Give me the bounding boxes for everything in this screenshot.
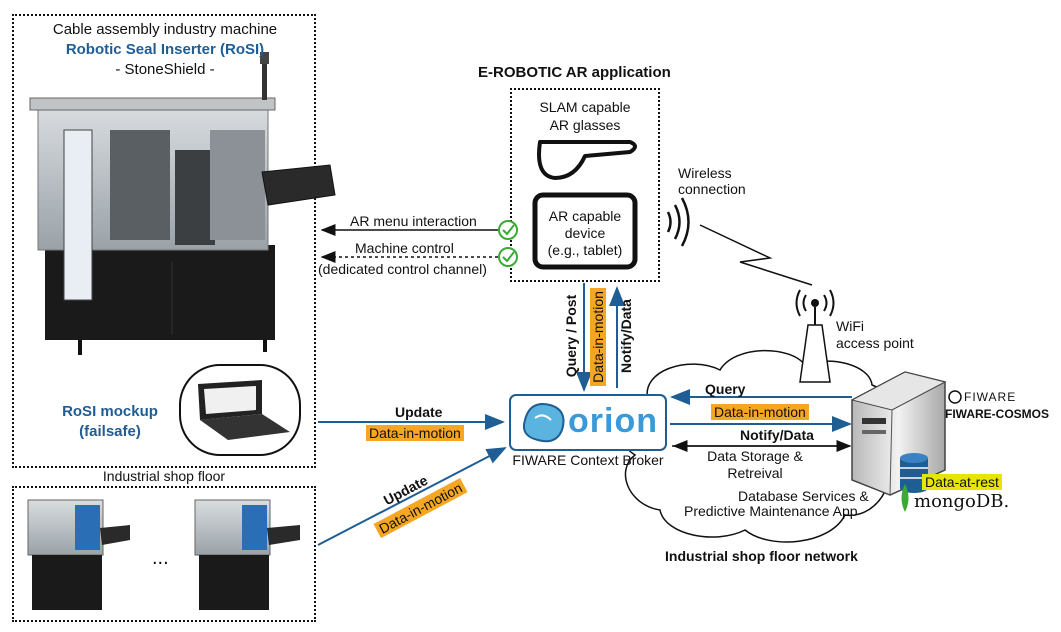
data-in-motion-right-text: Data-in-motion <box>711 404 809 420</box>
machine-title-line1: Cable assembly industry machine <box>52 21 278 38</box>
data-in-motion-right: Data-in-motion <box>711 404 809 420</box>
shop-floor-machines <box>27 499 300 610</box>
rosi-machine-image <box>29 52 336 355</box>
wifi-access-point-icon <box>795 289 835 383</box>
mockup-label-line2: (failsafe) <box>79 423 141 440</box>
shop-floor-label: Industrial shop floor <box>102 468 226 484</box>
ar-menu-label: AR menu interaction <box>350 213 477 229</box>
notify-data-vertical-text: Notify/Data <box>618 299 634 373</box>
fiware-cosmos-label: FIWARE-COSMOS <box>945 407 1049 421</box>
fiware-logo-text: FIWARE <box>964 390 1017 404</box>
wifi-label-line1: WiFi <box>836 318 864 334</box>
update-label-mockup: Update <box>395 404 443 420</box>
data-at-rest-text: Data-at-rest <box>922 474 1002 490</box>
glasses-label-line2: AR glasses <box>549 117 621 133</box>
check-icon-1 <box>498 220 518 240</box>
ellipsis-label: ... <box>152 547 169 569</box>
ar-glasses-icon <box>537 140 637 180</box>
ar-app-title: E-ROBOTIC AR application <box>478 64 671 81</box>
db-services-line2: Predictive Maintenance App <box>684 503 858 519</box>
network-label: Industrial shop floor network <box>665 548 858 564</box>
query-post-text: Query / Post <box>563 294 579 378</box>
data-in-motion-mockup: Data-in-motion <box>366 425 464 441</box>
update-arrow-shopfloor <box>317 447 507 546</box>
device-label-line1: AR capable <box>548 208 622 224</box>
data-in-motion-vertical: Data-in-motion <box>590 287 608 387</box>
data-storage-line2: Retreival <box>727 465 783 481</box>
wifi-label-line2: access point <box>836 335 914 351</box>
mockup-label-line1: RoSI mockup <box>62 403 158 420</box>
wireless-label-line2: connection <box>678 181 746 197</box>
device-label-line3: (e.g., tablet) <box>547 242 623 258</box>
broker-label: FIWARE Context Broker <box>512 452 664 468</box>
machine-control-label: Machine control <box>355 240 454 256</box>
shop-floor-container <box>12 486 316 622</box>
laptop-mockup-image <box>179 364 301 456</box>
device-label-line2: device <box>564 225 606 241</box>
query-label: Query <box>705 381 746 397</box>
machine-title-line2: Robotic Seal Inserter (RoSI) <box>65 41 265 58</box>
query-post-label: Query / Post <box>563 286 581 386</box>
data-in-motion-vertical-text: Data-in-motion <box>590 288 606 386</box>
data-in-motion-mockup-text: Data-in-motion <box>366 425 464 441</box>
notify-data-right-label: Notify/Data <box>740 427 814 443</box>
wireless-link <box>699 224 813 286</box>
data-storage-line1: Data Storage & <box>707 448 803 464</box>
data-at-rest-label: Data-at-rest <box>922 474 1002 490</box>
orion-logo-text: orion <box>568 402 658 440</box>
mongo-leaf-icon <box>901 484 909 512</box>
wireless-icon <box>666 197 690 247</box>
dedicated-channel-label: (dedicated control channel) <box>318 261 487 277</box>
glasses-label-line1: SLAM capable <box>539 99 631 115</box>
orion-logo-icon <box>522 403 565 443</box>
db-services-line1: Database Services & <box>738 488 869 504</box>
ar-app-container <box>510 88 660 282</box>
check-icon-2 <box>498 247 518 267</box>
machine-title-line3: - StoneShield - <box>115 61 215 78</box>
mongodb-label: mongoDB. <box>914 491 1010 512</box>
tablet-icon <box>532 192 638 270</box>
notify-data-vertical-label: Notify/Data <box>618 291 636 381</box>
fiware-logo-icon <box>948 390 962 404</box>
wireless-label-line1: Wireless <box>678 165 732 181</box>
machine-container <box>12 14 316 468</box>
